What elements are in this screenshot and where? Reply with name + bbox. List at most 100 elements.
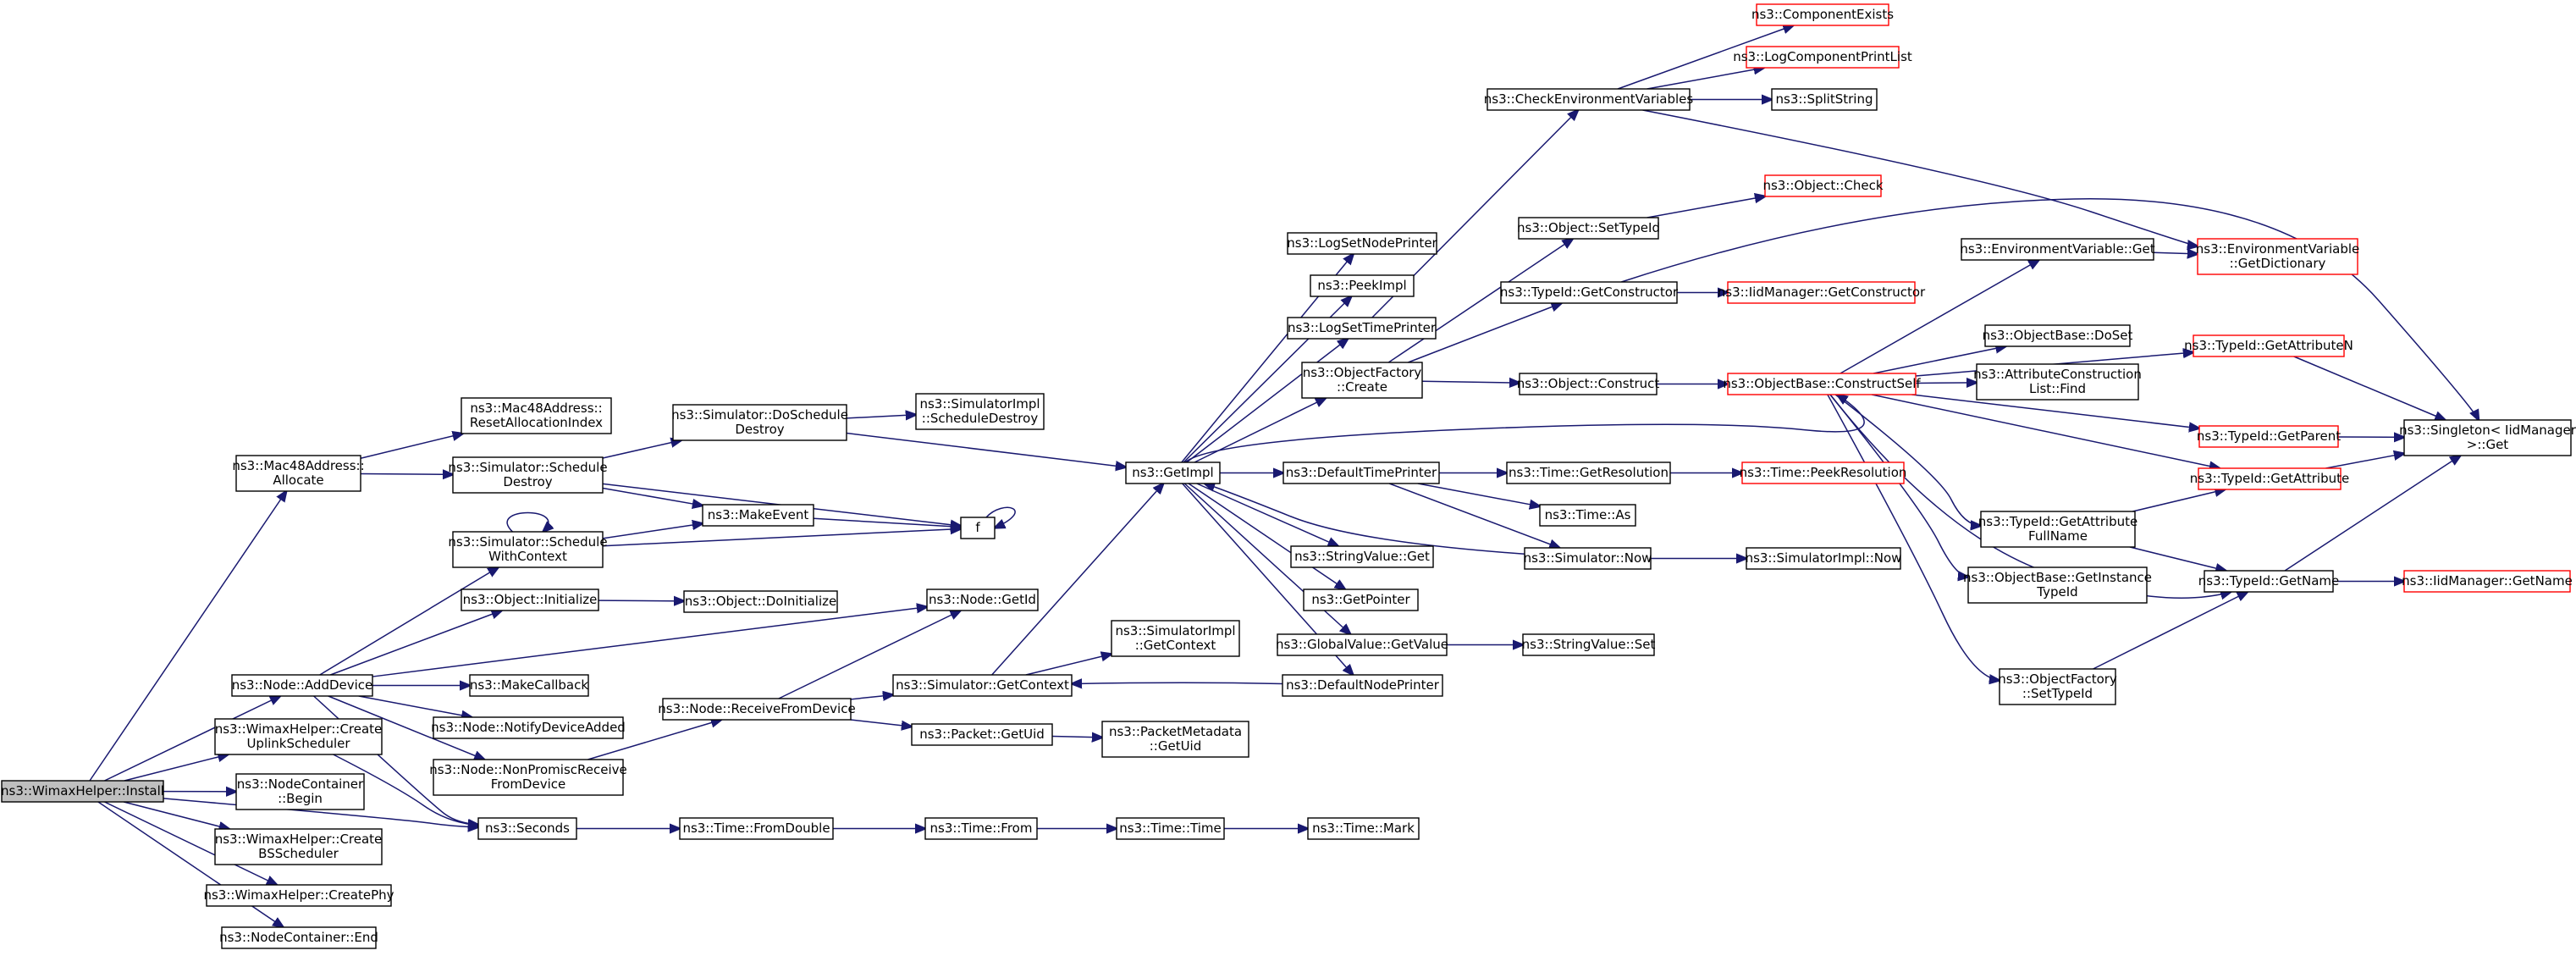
edge-defNodePrinter-to-simGetCtx [1072,682,1283,683]
edge-objBaseConstructSelf-to-objFactorySetTid [1827,394,2000,681]
node-iidGetCtor[interactable]: ns3::IidManager::GetConstructor [1718,281,1926,304]
node-notifyDev[interactable]: ns3::Node::NotifyDeviceAdded [431,716,626,739]
node-mac48alloc[interactable]: ns3::Mac48Address::Allocate [232,455,365,492]
node-install[interactable]: ns3::WimaxHelper::Install [1,780,164,803]
node-componentExists[interactable]: ns3::ComponentExists [1751,3,1894,26]
node-getImpl[interactable]: ns3::GetImpl [1125,461,1221,484]
node-seconds[interactable]: ns3::Seconds [477,817,577,840]
node-box [915,393,1045,430]
node-splitString[interactable]: ns3::SplitString [1771,88,1878,111]
node-label: ns3::Node::GetId [929,592,1036,607]
node-typeIdGetAttr[interactable]: ns3::TypeId::GetAttribute [2190,467,2349,490]
node-label: ns3::Singleton< IidManager [2399,423,2576,438]
node-schedDestroy[interactable]: ns3::Simulator::ScheduleDestroy [448,456,608,494]
node-objInit[interactable]: ns3::Object::Initialize [461,589,599,611]
edge-nodeadd-to-objInit [330,611,501,676]
node-label: ns3::SplitString [1776,91,1873,107]
node-pktMetaGetUid[interactable]: ns3::PacketMetadata::GetUid [1101,721,1249,758]
node-box [1984,324,2131,347]
node-makeEvent[interactable]: ns3::MakeEvent [702,504,814,527]
node-objBaseConstructSelf[interactable]: ns3::ObjectBase::ConstructSelf [1723,373,1921,395]
node-envVarGet[interactable]: ns3::EnvironmentVariable::Get [1960,238,2155,261]
node-checkEnvVars[interactable]: ns3::CheckEnvironmentVariables [1484,88,1694,111]
node-pktGetUid[interactable]: ns3::Packet::GetUid [911,723,1053,746]
node-timeTime[interactable]: ns3::Time::Time [1116,817,1225,840]
node-objSetTypeId[interactable]: ns3::Object::SetTypeId [1517,217,1660,240]
node-ncend[interactable]: ns3::NodeContainer::End [219,926,378,949]
node-simGetCtx[interactable]: ns3::Simulator::GetContext [892,674,1073,697]
edge-install-to-createbs [123,801,229,829]
node-envVarGetDict[interactable]: ns3::EnvironmentVariable::GetDictionary [2196,238,2359,275]
node-ncbegin[interactable]: ns3::NodeContainer::Begin [235,773,365,810]
node-defTimePrinter[interactable]: ns3::DefaultTimePrinter [1282,461,1440,484]
node-createphy[interactable]: ns3::WimaxHelper::CreatePhy [203,884,394,907]
node-label: ns3::LogSetTimePrinter [1288,320,1437,335]
node-getPointer[interactable]: ns3::GetPointer [1303,589,1419,611]
node-objCheck[interactable]: ns3::Object::Check [1762,174,1884,197]
node-typeIdGetParent[interactable]: ns3::TypeId::GetParent [2197,425,2341,448]
node-objFactorySetTid[interactable]: ns3::ObjectFactory::SetTypeId [1998,668,2117,705]
node-box [683,590,838,613]
edge-nodeRecv-to-nodeGetId [778,611,961,699]
node-makeCallback[interactable]: ns3::MakeCallback [469,674,589,697]
node-timePeekRes[interactable]: ns3::Time::PeekResolution [1740,461,1907,484]
node-nodeRecv[interactable]: ns3::Node::ReceiveFromDevice [658,698,856,721]
node-box [1746,547,1901,570]
node-objFactoryCreate[interactable]: ns3::ObjectFactory::Create [1301,362,1423,399]
node-typeIdGetAttrN[interactable]: ns3::TypeId::GetAttributeN [2184,334,2353,357]
node-singletonGet[interactable]: ns3::Singleton< IidManager >::Get [2399,419,2576,456]
node-objBaseDoSet[interactable]: ns3::ObjectBase::DoSet [1983,324,2133,347]
node-globalValueGetValue[interactable]: ns3::GlobalValue::GetValue [1276,633,1448,656]
node-box [1500,281,1678,304]
node-nodeGetId[interactable]: ns3::Node::GetId [926,589,1039,611]
node-defNodePrinter[interactable]: ns3::DefaultNodePrinter [1282,674,1443,697]
node-label: FromDevice [491,776,565,792]
node-simNow[interactable]: ns3::Simulator::Now [1524,547,1652,570]
node-simImplNow[interactable]: ns3::SimulatorImpl::Now [1746,547,1902,570]
node-box [214,828,383,865]
node-nodeadd[interactable]: ns3::Node::AddDevice [231,674,373,697]
node-typeIdGetCtor[interactable]: ns3::TypeId::GetConstructor [1500,281,1679,304]
node-box [1303,589,1419,611]
node-label: ns3::GetImpl [1132,465,1213,480]
node-box [461,397,612,434]
node-simImplSchedDestroy[interactable]: ns3::SimulatorImpl::ScheduleDestroy [915,393,1045,430]
node-objConstruct[interactable]: ns3::Object::Construct [1517,373,1660,395]
node-label: ns3::Packet::GetUid [919,727,1045,742]
node-label: ns3::Seconds [485,821,570,836]
node-logCompPrintList[interactable]: ns3::LogComponentPrintList [1733,46,1912,69]
node-timeAs[interactable]: ns3::Time::As [1539,504,1636,527]
node-f[interactable]: f [960,517,996,539]
node-typeIdGetName[interactable]: ns3::TypeId::GetName [2198,570,2339,593]
edge-objFactoryCreate-to-typeIdGetCtor [1408,303,1561,363]
node-label: ns3::Simulator::Schedule [448,534,607,550]
node-timeGetRes[interactable]: ns3::Time::GetResolution [1506,461,1671,484]
node-logSetTimePrinter[interactable]: ns3::LogSetTimePrinter [1287,317,1437,340]
node-timeFrom[interactable]: ns3::Time::From [924,817,1038,840]
edge-simGetCtx-to-getImpl [991,484,1164,676]
node-timeFromDouble[interactable]: ns3::Time::FromDouble [679,817,834,840]
node-label: ns3::NodeContainer::End [219,930,378,945]
node-timeMark[interactable]: ns3::Time::Mark [1307,817,1420,840]
node-label: ns3::SimulatorImpl [1115,623,1235,638]
node-box [235,455,361,492]
node-label: UplinkScheduler [246,736,350,751]
node-iidGetName[interactable]: ns3::IidManager::GetName [2402,570,2573,593]
node-logSetNodePrinter[interactable]: ns3::LogSetNodePrinter [1287,232,1438,255]
node-simImplGetCtx[interactable]: ns3::SimulatorImpl::GetContext [1111,620,1240,657]
node-stringValueSet[interactable]: ns3::StringValue::Set [1522,633,1656,656]
node-box [433,716,624,739]
node-objDoInit[interactable]: ns3::Object::DoInitialize [683,590,838,613]
node-peekImpl[interactable]: ns3::PeekImpl [1310,274,1415,297]
node-resetalloc[interactable]: ns3::Mac48Address::ResetAllocationIndex [461,397,612,434]
node-stringValueGet[interactable]: ns3::StringValue::Get [1290,545,1434,568]
node-box [1487,88,1691,111]
